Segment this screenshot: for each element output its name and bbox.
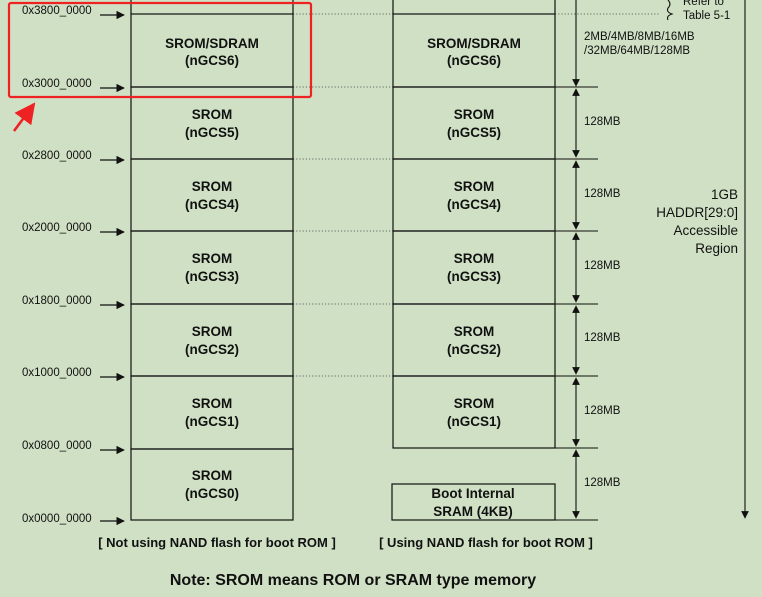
left-bank-4-label: SROM <box>192 179 233 194</box>
address-labels: 0x3800_0000 0x3000_0000 0x2800_0000 0x20… <box>22 5 92 525</box>
left-bank-3 <box>130 230 294 305</box>
left-bank-4-cs: (nGCS4) <box>185 197 239 212</box>
left-bank-3-label: SROM <box>192 251 233 266</box>
left-bank-1 <box>130 375 294 450</box>
region-line3: Accessible <box>673 223 738 238</box>
right-bank-4-cs: (nGCS4) <box>447 197 501 212</box>
highlight-annotation <box>7 1 313 132</box>
caption-right: [ Using NAND flash for boot ROM ] <box>379 535 593 550</box>
bank2-size: 128MB <box>584 332 621 344</box>
right-bank-6-cs: (nGCS6) <box>447 53 501 68</box>
left-bank-5-cs: (nGCS5) <box>185 125 239 140</box>
right-bank-1-cs: (nGCS1) <box>447 414 501 429</box>
bank6-sizes-line2: /32MB/64MB/128MB <box>584 45 690 57</box>
size-labels: 2MB/4MB/8MB/16MB /32MB/64MB/128MB 128MB … <box>584 31 695 489</box>
address-arrows <box>100 10 125 526</box>
region-line4: Region <box>695 241 738 256</box>
region-line2: HADDR[29:0] <box>656 205 738 220</box>
caption-left: [ Not using NAND flash for boot ROM ] <box>98 535 336 550</box>
right-bank-2-label: SROM <box>454 324 495 339</box>
footnote: Note: SROM means ROM or SRAM type memory <box>170 572 536 589</box>
left-bank-2-label: SROM <box>192 324 233 339</box>
brace-icon <box>666 0 674 21</box>
accessible-region: 1GB HADDR[29:0] Accessible Region <box>656 0 749 519</box>
right-bank-5-label: SROM <box>454 107 495 122</box>
right-bank-3-cs: (nGCS3) <box>447 269 501 284</box>
left-bank-0-label: SROM <box>192 468 233 483</box>
address-label-3000: 0x3000_0000 <box>22 78 92 90</box>
right-bank-3-label: SROM <box>454 251 495 266</box>
address-label-0800: 0x0800_0000 <box>22 440 92 452</box>
highlight-box <box>7 1 313 99</box>
refer-note: Refer to Table 5-1 <box>666 0 730 22</box>
region-line1: 1GB <box>711 187 738 202</box>
refer-line2: Table 5-1 <box>683 10 730 22</box>
left-bank-0-cs: (nGCS0) <box>185 486 239 501</box>
address-label-0000: 0x0000_0000 <box>22 513 92 525</box>
address-label-2800: 0x2800_0000 <box>22 150 92 162</box>
left-bank-5-label: SROM <box>192 107 233 122</box>
boot-sram-label: Boot Internal <box>431 486 514 501</box>
left-bank-1-label: SROM <box>192 396 233 411</box>
bank4-size: 128MB <box>584 188 621 200</box>
dotted-guides <box>293 13 660 377</box>
bank0-size: 128MB <box>584 477 621 489</box>
left-bank-3-cs: (nGCS3) <box>185 269 239 284</box>
left-memory-column: SROM/SDRAM (nGCS6) SROM (nGCS5) SROM (nG… <box>130 0 294 521</box>
right-bank-6-label: SROM/SDRAM <box>427 36 521 51</box>
address-label-1800: 0x1800_0000 <box>22 295 92 307</box>
left-bank-6-cs: (nGCS6) <box>185 53 239 68</box>
left-bank-0 <box>130 448 294 521</box>
size-ticks <box>555 86 598 521</box>
right-bank-1-label: SROM <box>454 396 495 411</box>
right-bank-1 <box>392 375 556 449</box>
left-bank-2 <box>130 303 294 377</box>
left-bank-2-cs: (nGCS2) <box>185 342 239 357</box>
left-bank-1-cs: (nGCS1) <box>185 414 239 429</box>
boot-sram-box <box>391 483 556 521</box>
bank6-sizes-line1: 2MB/4MB/8MB/16MB <box>584 31 695 43</box>
address-label-3800: 0x3800_0000 <box>22 5 92 17</box>
address-label-1000: 0x1000_0000 <box>22 367 92 379</box>
boot-sram-size: SRAM (4KB) <box>433 504 513 519</box>
left-bank-4 <box>130 158 294 232</box>
right-bank-5-cs: (nGCS5) <box>447 125 501 140</box>
bank5-size: 128MB <box>584 116 621 128</box>
right-memory-column: SROM/SDRAM (nGCS6) SROM (nGCS5) SROM (nG… <box>391 0 556 521</box>
left-bank-6-label: SROM/SDRAM <box>165 36 259 51</box>
refer-line1: Refer to <box>683 0 724 8</box>
right-bank-2 <box>392 303 556 377</box>
bank1-size: 128MB <box>584 405 621 417</box>
bank3-size: 128MB <box>584 260 621 272</box>
right-bank-3 <box>392 230 556 305</box>
right-bank-2-cs: (nGCS2) <box>447 342 501 357</box>
highlight-arrow <box>12 102 36 132</box>
address-label-2000: 0x2000_0000 <box>22 222 92 234</box>
right-bank-5 <box>392 86 556 160</box>
right-bank-4 <box>392 158 556 232</box>
right-bank-4-label: SROM <box>454 179 495 194</box>
